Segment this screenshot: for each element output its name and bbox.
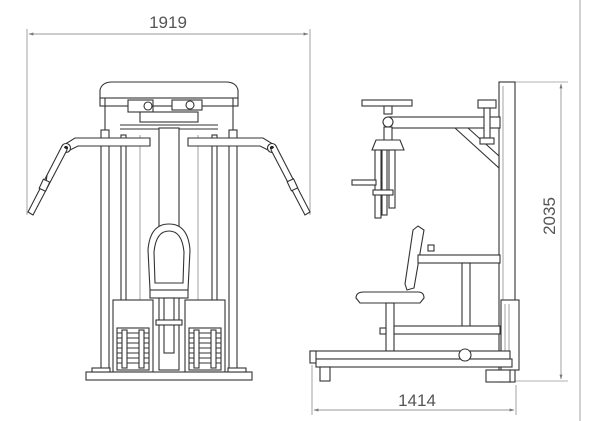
front-weight-stack-left <box>112 299 154 373</box>
front-backrest <box>147 223 191 299</box>
front-top-housing <box>99 81 239 130</box>
front-width-dimension: 1919 <box>26 13 311 215</box>
front-width-label: 1919 <box>149 13 187 32</box>
front-seat-post <box>155 297 183 354</box>
side-upright <box>498 81 520 383</box>
side-base <box>309 348 513 383</box>
side-depth-label: 1414 <box>398 391 436 410</box>
front-weight-stack-right <box>184 299 226 373</box>
side-top-boom <box>387 99 501 170</box>
side-backrest <box>404 225 501 334</box>
side-view: 2035 1414 <box>309 81 568 415</box>
side-height-dimension: 2035 <box>500 81 568 382</box>
front-view: 1919 <box>26 13 311 381</box>
side-depth-dimension: 1414 <box>311 365 517 415</box>
side-height-label: 2035 <box>540 197 559 235</box>
side-press-arm <box>351 99 413 219</box>
front-right-arm <box>187 137 311 216</box>
front-left-arm <box>27 137 151 216</box>
side-seat <box>355 291 501 352</box>
front-base <box>85 367 253 381</box>
